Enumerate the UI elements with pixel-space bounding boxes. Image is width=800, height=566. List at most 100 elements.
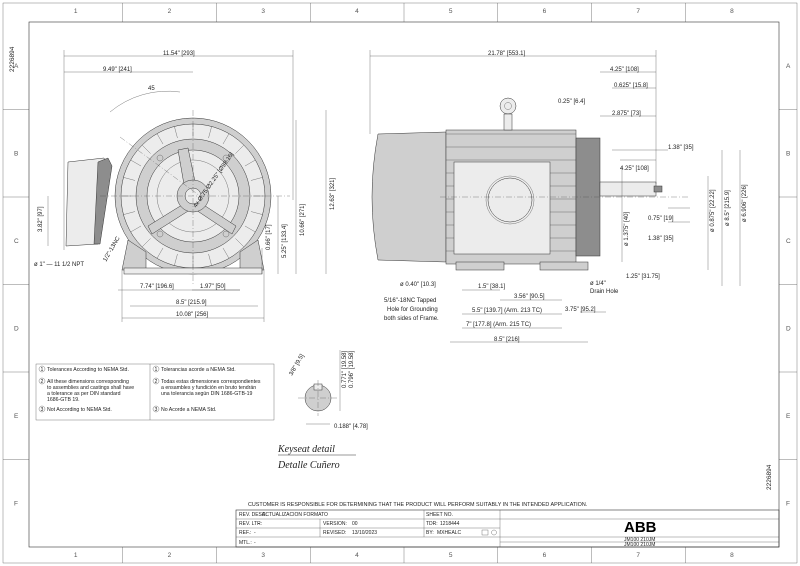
dim-shoulder: 0.25" [6.4] [558,99,585,105]
a4-icon [481,529,489,536]
zone-row-right: D [786,325,791,332]
svg-text:1: 1 [41,367,44,373]
dim-shaft-length: 1.38" [35] [668,145,694,151]
fin [123,177,136,181]
conduit-box-side [93,157,113,245]
fin [156,247,164,259]
dim-shaft-dia: ø 1.375" [40] [624,212,630,246]
rev-desc-label: REV. DESC: [239,512,267,518]
tdr: 1218444 [440,521,460,527]
dim-hole-dia: ø 0.40" [10.3] [400,282,436,288]
dim-shaft-key: 4.25" [108] [620,166,649,172]
projection-icon [491,529,497,536]
dim-key-len: 0.625" [15.8] [614,83,648,89]
zone-row-left: A [14,63,19,70]
dim-shaft-ext: 4.25" [108] [610,67,639,73]
ground-note-3: both sides of Frame. [384,316,439,322]
fin [174,253,178,266]
zone-col-bottom: 3 [261,552,265,559]
zone-row-left: F [14,500,18,507]
dim-shaft-height: 5.25" [133.4] [282,224,288,258]
ground-note-1: 5/16"-18NC Tapped [384,298,436,304]
mtl: - [254,540,256,546]
fin [174,126,178,139]
model-2: JM100 210JM [624,542,655,548]
note-en-2a: All these dimensions corresponding [47,379,129,385]
drawing-number-top: 2226894 [9,46,16,72]
svg-text:3: 3 [155,407,158,413]
note-es-3: No Acorde a NEMA Std. [161,407,216,413]
keyseat-width: 0.188" [4.78] [334,424,368,430]
dim-flange-dia1: ø 8.5" [215.9] [725,190,731,226]
fin [244,159,256,167]
revised-date: 13/10/2023 [352,530,377,536]
by-label: BY: [426,530,434,536]
brand-logo: ABB [624,519,657,536]
zone-row-right: E [786,413,791,420]
dim-key-w: 0.75" [19] [648,216,674,222]
dim-key-len2: 1.38" [35] [648,236,674,242]
dim-overall-length: 21.78" [553.1] [488,51,525,57]
note-es-1: Tolerancias acorde a NEMA Std. [161,367,236,373]
zone-col-top: 8 [730,8,734,15]
dim-foot-slot-w: 7.74" [196.6] [140,284,174,290]
dim-foot-len: 3.56" [90.5] [514,294,545,300]
dim-foot-thk: 0.66" [17] [266,224,272,250]
model-1: JM100 210JM [624,537,655,543]
by: MXHEALC [437,530,462,536]
dim-bearing: 2.875" [73] [612,111,641,117]
fin [141,144,151,154]
zone-row-right: C [786,238,791,245]
dim-base-width: 10.08" [256] [176,312,208,318]
ref: - [254,530,256,536]
keyseat-depth2: 0.796" [19.58] [349,351,355,388]
note-en-2c: a tolerance as per DIN standard [47,391,121,397]
zone-col-top: 7 [636,8,640,15]
tdr-label: TDR: [426,521,438,527]
note-en-2d: 1686-GTB 19. [47,397,80,403]
side-foot-left [455,261,505,271]
ground-note-2: Hole for Grounding [387,307,438,313]
svg-text:1: 1 [155,367,158,373]
zone-col-top: 1 [74,8,78,15]
dim-foot-a: 7" [177.8] (Arm. 215 TC) [466,322,531,328]
zone-col-bottom: 8 [730,552,734,559]
zone-row-right: F [786,500,790,507]
zone-col-bottom: 5 [449,552,453,559]
dim-conduit-thread: 1/2"-13NC [103,235,122,263]
note-en-2b: to assemblies and castings shall have [47,385,134,391]
lifting-eye [499,97,517,115]
dim-foot-spacing: 8.5" [215.9] [176,300,207,306]
dim-drain-hole: ø 1/4" [590,281,606,287]
fin [208,126,212,139]
dim-pilot-dia: ø 0.875" [22.22] [710,189,716,232]
front-view: 11.54" [293] 9.49" [241] 45 4x Ø.75 Ø2.2… [34,50,336,322]
keyseat-title-es: Detalle Cuñero [277,460,340,471]
zone-col-bottom: 7 [636,552,640,559]
dim-foot-ce: 3.75" [95.2] [565,307,596,313]
note-es-2a: Todas estas dimensiones correspondientes [161,379,261,385]
dim-flange-dia2: ø 6.906" [226] [742,184,748,222]
fin [235,144,245,154]
rev-ltr-label: REV. LTR: [239,521,262,527]
fin [244,225,256,233]
dim-foot-c: 5.5" [139.7] (Arm. 213 TC) [472,308,542,314]
mtl-label: MTL.: [239,540,252,546]
sheet-no-label: SHEET NO. [426,512,453,518]
note-es-2b: a ensambles y fundición en bruto tendrán [161,385,256,391]
ref-label: REF.: [239,530,251,536]
keyseat-detail: 3/8" [9.5] 0.771" [19.58] 0.796" [19.58]… [277,350,368,471]
cooling-fins [121,124,265,268]
fin [156,133,164,145]
zone-col-top: 5 [449,8,453,15]
zone-row-right: A [786,63,791,70]
title-block: CUSTOMER IS RESPONSIBLE FOR DETERMINING … [235,502,780,548]
fin [130,159,142,167]
shaft [599,181,657,197]
dim-frame-height: 10.66" [271] [300,204,306,236]
zone-row-left: D [14,325,19,332]
fin [235,238,245,248]
svg-text:3: 3 [41,407,44,413]
fin [250,177,263,181]
